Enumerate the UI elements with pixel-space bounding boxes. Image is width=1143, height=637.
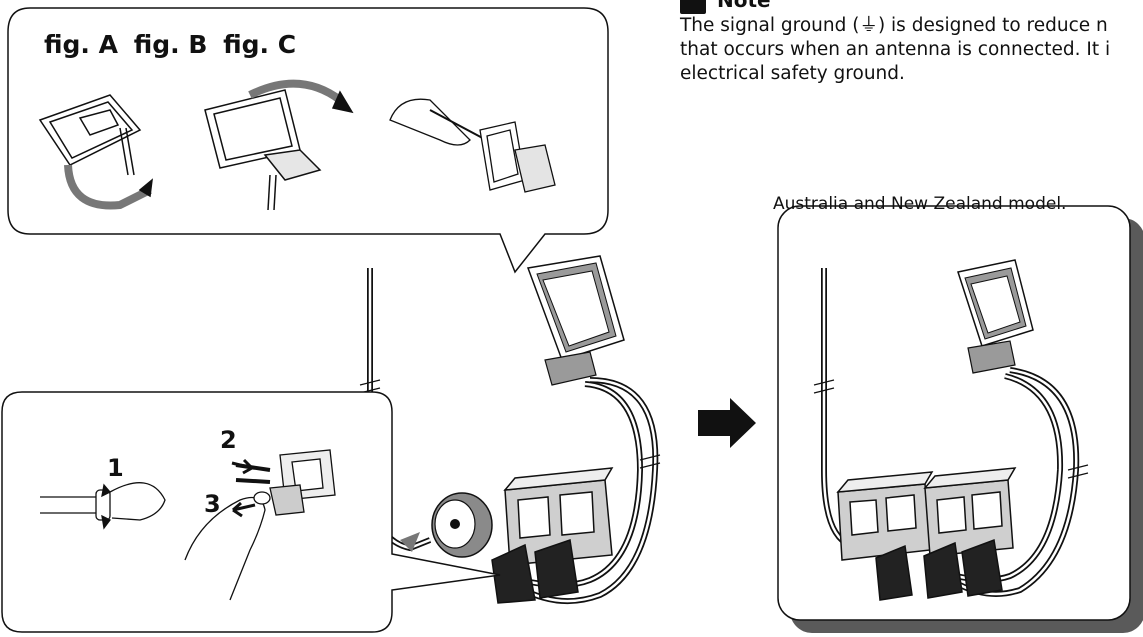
fig-b-drawing — [204, 79, 354, 211]
fig-a-label: fig. A — [44, 30, 118, 59]
step-3-label: 3 — [204, 490, 221, 518]
step-1-label: 1 — [107, 454, 124, 482]
terminal-block — [491, 467, 614, 604]
fig-c-drawing — [389, 98, 556, 193]
step-2-label: 2 — [220, 426, 237, 454]
loop-antenna — [526, 255, 625, 386]
note-line: electrical safety ground. — [680, 63, 905, 84]
terminal-block-au — [836, 467, 1017, 601]
fig-b-label: fig. B — [133, 30, 208, 59]
callout-bubble-figures — [7, 7, 609, 274]
loop-antenna-au — [957, 259, 1034, 374]
note-icon — [680, 0, 706, 14]
figure-labels: fig. A fig. B fig. C — [44, 30, 303, 59]
note-text: The signal ground (⏚) is designed to red… — [680, 14, 1110, 86]
note-title: Note — [717, 0, 771, 12]
callout-zoom-box — [1, 391, 501, 633]
note-line: The signal ground (⏚) is designed to red… — [680, 15, 1108, 36]
hand-drawing-steps — [40, 449, 336, 601]
fig-a-drawing — [38, 94, 153, 210]
note-line: that occurs when an antenna is connected… — [680, 39, 1111, 60]
region-label: Australia and New Zealand model. — [773, 194, 1067, 214]
arrow-right-icon — [698, 398, 756, 448]
fig-c-label: fig. C — [223, 30, 297, 59]
